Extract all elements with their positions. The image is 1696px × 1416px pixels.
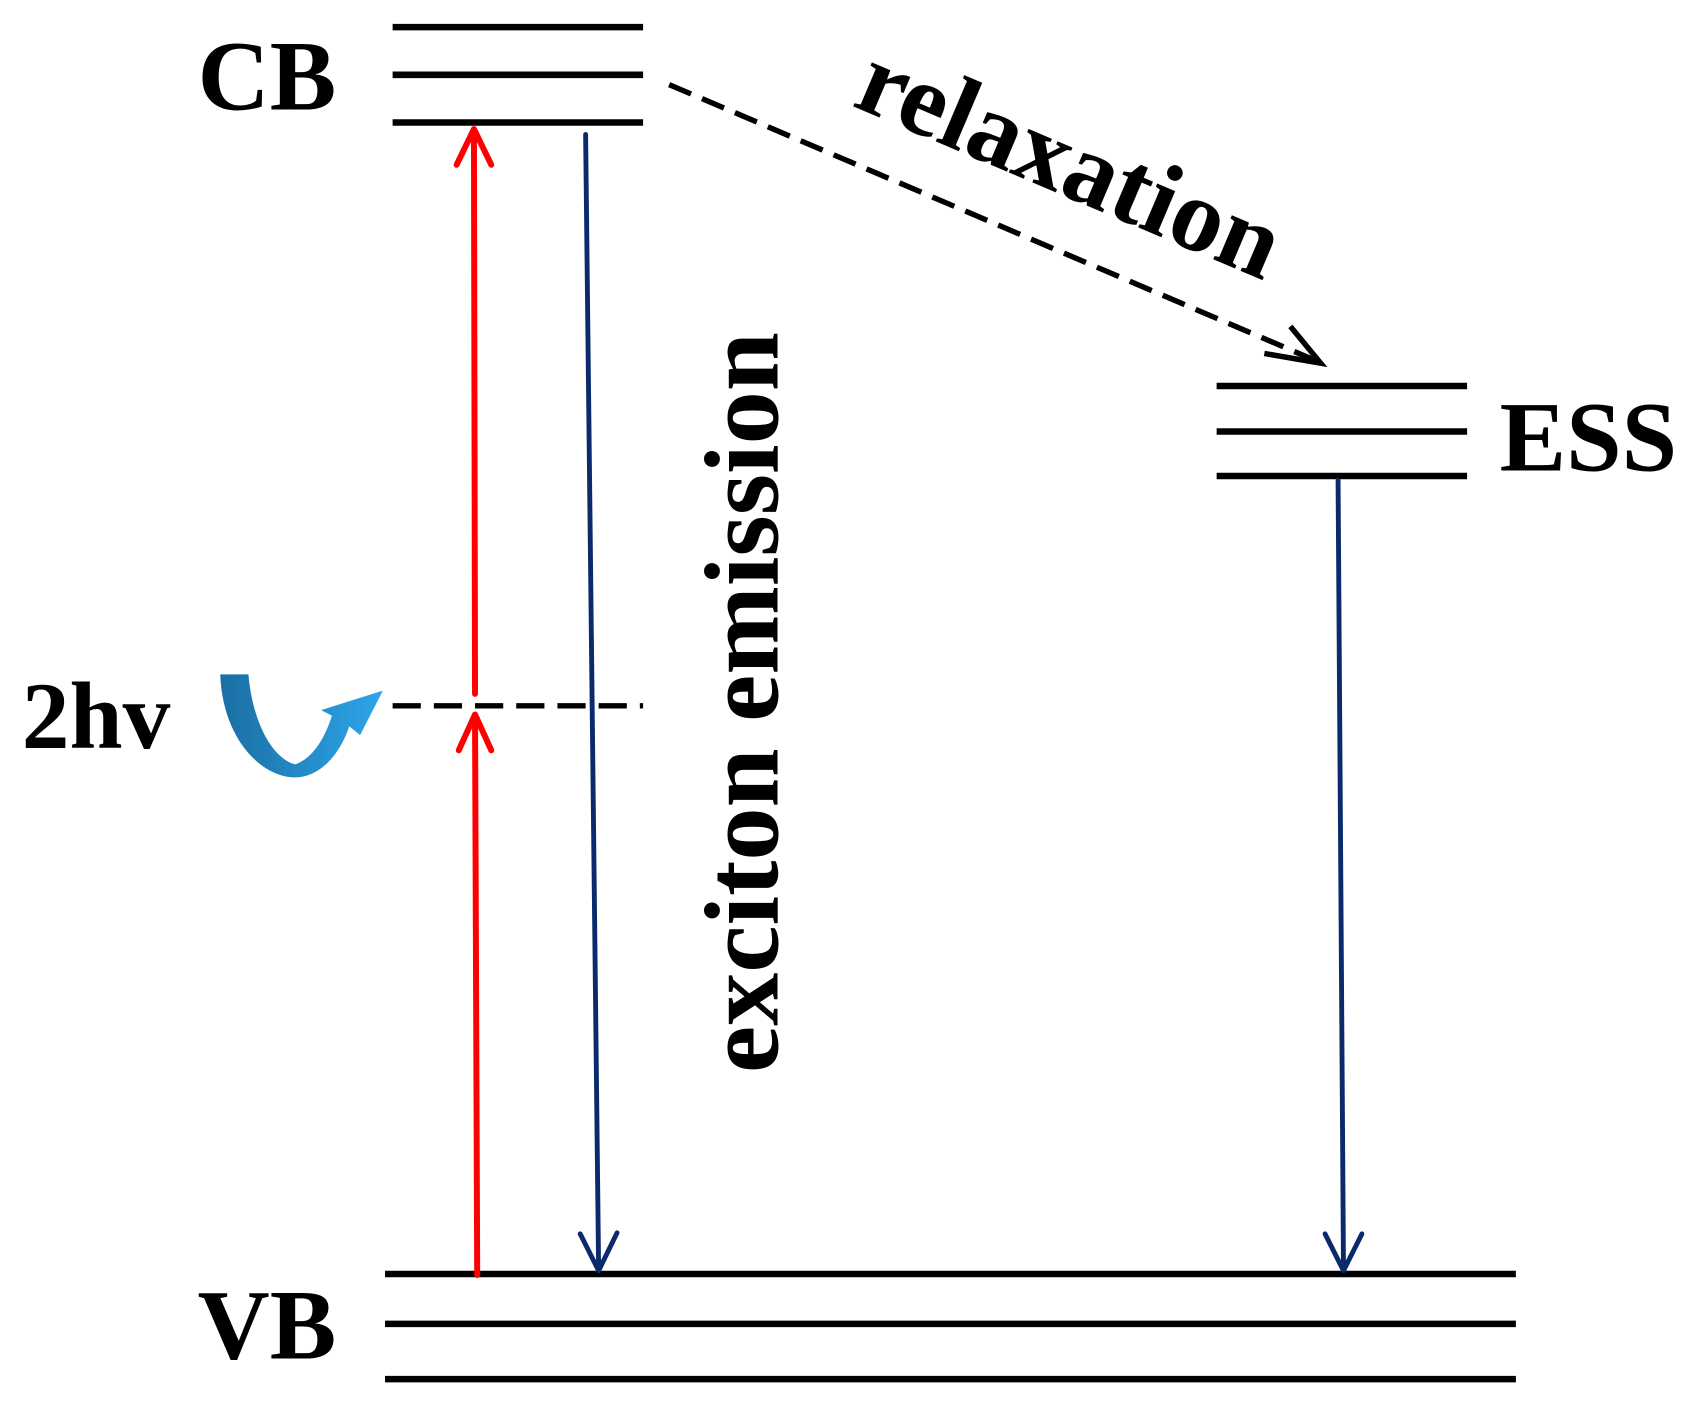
exciton-emission-arrow-head: [577, 1230, 620, 1274]
ess-emission-arrow: [1322, 477, 1365, 1274]
relaxation-label: relaxation: [842, 20, 1301, 302]
excitation-arrow-upper-head: [453, 126, 495, 168]
vb-band: [385, 1270, 1516, 1383]
excitation-arrow-upper-shaft: [470, 127, 479, 697]
cb-band: [392, 23, 644, 126]
ess-emission-arrow-head: [1322, 1231, 1365, 1274]
excitation-arrow-lower-head: [455, 711, 495, 754]
exciton-emission-label: exciton emission: [683, 332, 801, 1073]
exciton-emission-arrow: [577, 132, 620, 1274]
relaxation-arrow-head: [1263, 324, 1328, 368]
curved-arrow-icon: [220, 674, 383, 778]
excitation-arrow-upper: [453, 126, 495, 697]
ess-band: [1216, 382, 1468, 480]
vb-label: VB: [198, 1270, 337, 1381]
two-photon-label: 2hv: [22, 663, 171, 769]
ess-emission-arrow-shaft: [1335, 477, 1346, 1273]
excitation-arrow-lower-shaft: [472, 712, 481, 1279]
relaxation-arrow-shaft: [668, 82, 1316, 363]
cb-label: CB: [198, 21, 337, 132]
relaxation-arrow: [668, 82, 1328, 368]
ess-label: ESS: [1500, 382, 1677, 493]
excitation-arrow-lower: [455, 711, 495, 1279]
exciton-emission-arrow-shaft: [583, 132, 602, 1273]
